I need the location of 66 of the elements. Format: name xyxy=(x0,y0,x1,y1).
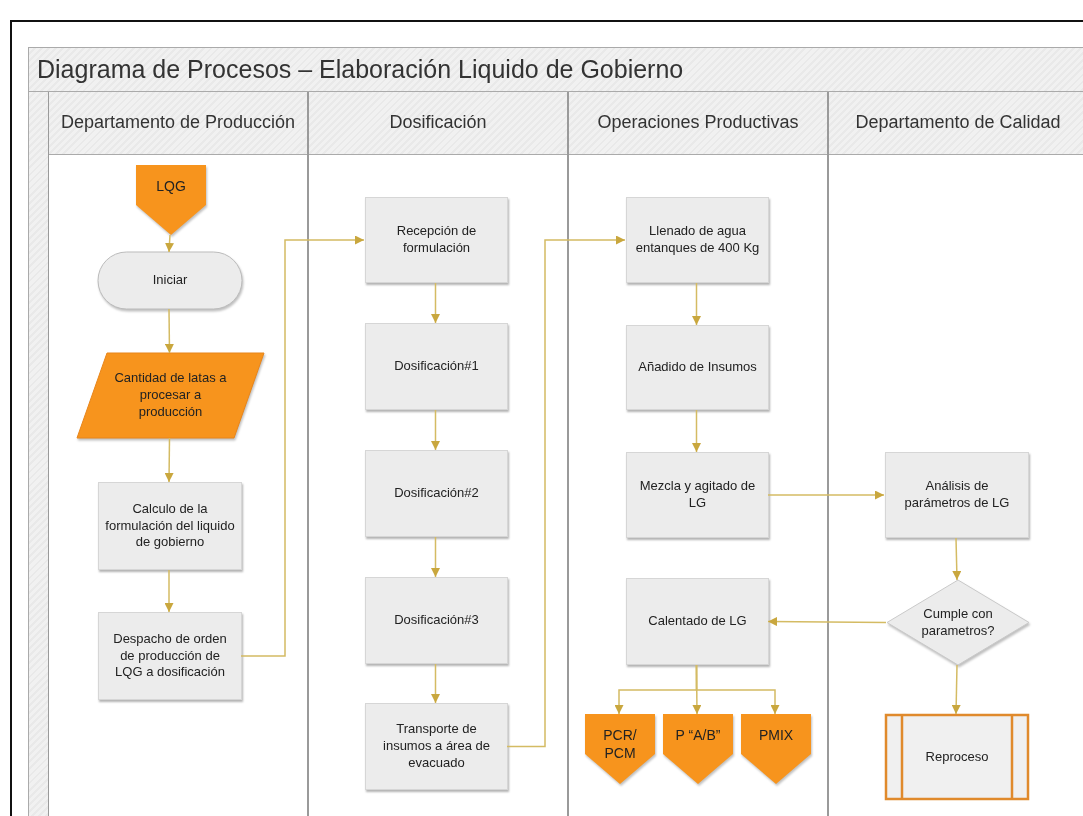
data-parallelogram xyxy=(77,353,264,438)
arrow xyxy=(164,308,174,354)
lane-header: Operaciones Productivas xyxy=(569,92,827,155)
arrow xyxy=(951,664,961,715)
arrow xyxy=(431,282,440,324)
process-box xyxy=(626,197,769,283)
step-label: Transporte de insumos a área de evacuado xyxy=(382,721,491,772)
step-label: Mezcla y agitado de LG xyxy=(638,478,757,512)
step-label: Cantidad de latas a procesar a producción xyxy=(113,370,228,421)
diagram-title: Diagrama de Procesos – Elaboración Liquido de Gobierno xyxy=(28,47,1083,92)
offpage-connector xyxy=(741,714,811,784)
step-label: Calentado de LG xyxy=(647,613,748,630)
process-box xyxy=(626,325,769,410)
subprocess-box xyxy=(885,714,1029,800)
arrow xyxy=(692,282,701,326)
step-label: Llenado de agua entanques de 400 Kg xyxy=(634,223,761,257)
arrow xyxy=(506,235,626,748)
step-label: PMIX xyxy=(757,726,795,745)
process-box xyxy=(885,452,1029,538)
arrow xyxy=(431,536,440,578)
step-label: Dosificación#1 xyxy=(393,358,480,375)
lane-header: Departamento de Calidad xyxy=(829,92,1083,155)
step-label: Recepción de formulación xyxy=(395,223,478,257)
step-label: Añadido de Insumos xyxy=(637,359,758,376)
process-box xyxy=(365,197,508,283)
swimlane xyxy=(308,92,568,816)
step-label: Dosificación#3 xyxy=(393,612,480,629)
process-box xyxy=(626,578,769,665)
arrow xyxy=(692,409,701,453)
step-label: Reproceso xyxy=(924,748,990,766)
process-box xyxy=(365,703,508,790)
arrow xyxy=(431,409,440,451)
step-label: P “A/B” xyxy=(674,726,722,745)
swimlane xyxy=(828,92,1083,816)
lane-header: Dosificación xyxy=(309,92,567,155)
step-label: Iniciar xyxy=(151,272,189,289)
arrow xyxy=(164,437,174,483)
step-label: PCR/ PCM xyxy=(602,726,638,763)
swimlane xyxy=(48,92,308,816)
process-box xyxy=(626,452,769,538)
start-terminator xyxy=(98,252,242,309)
offpage-connector xyxy=(136,165,206,235)
arrow xyxy=(240,235,365,657)
process-box xyxy=(365,577,508,664)
offpage-connector xyxy=(663,714,733,784)
step-label: LQG xyxy=(155,177,187,196)
lane-header: Departamento de Producción xyxy=(49,92,307,155)
swimlane xyxy=(568,92,828,816)
process-box xyxy=(98,612,242,700)
step-label: Dosificación#2 xyxy=(393,485,480,502)
step-label: Cumple con parametros? xyxy=(920,605,996,640)
process-box xyxy=(365,450,508,537)
process-box xyxy=(365,323,508,410)
step-label: Despacho de orden de producción de LQG a dosificación xyxy=(112,630,228,682)
arrow xyxy=(767,617,887,627)
step-label: Análisis de parámetros de LG xyxy=(903,478,1011,512)
arrow xyxy=(165,234,174,253)
arrow xyxy=(952,537,962,581)
process-box xyxy=(98,482,242,570)
offpage-connector xyxy=(585,714,655,784)
arrow xyxy=(431,663,440,704)
decision-diamond xyxy=(887,580,1029,665)
arrow xyxy=(164,569,174,613)
arrow xyxy=(767,490,885,500)
arrow xyxy=(695,664,780,715)
step-label: Calculo de la formulación del liquido de gobierno xyxy=(104,500,236,552)
